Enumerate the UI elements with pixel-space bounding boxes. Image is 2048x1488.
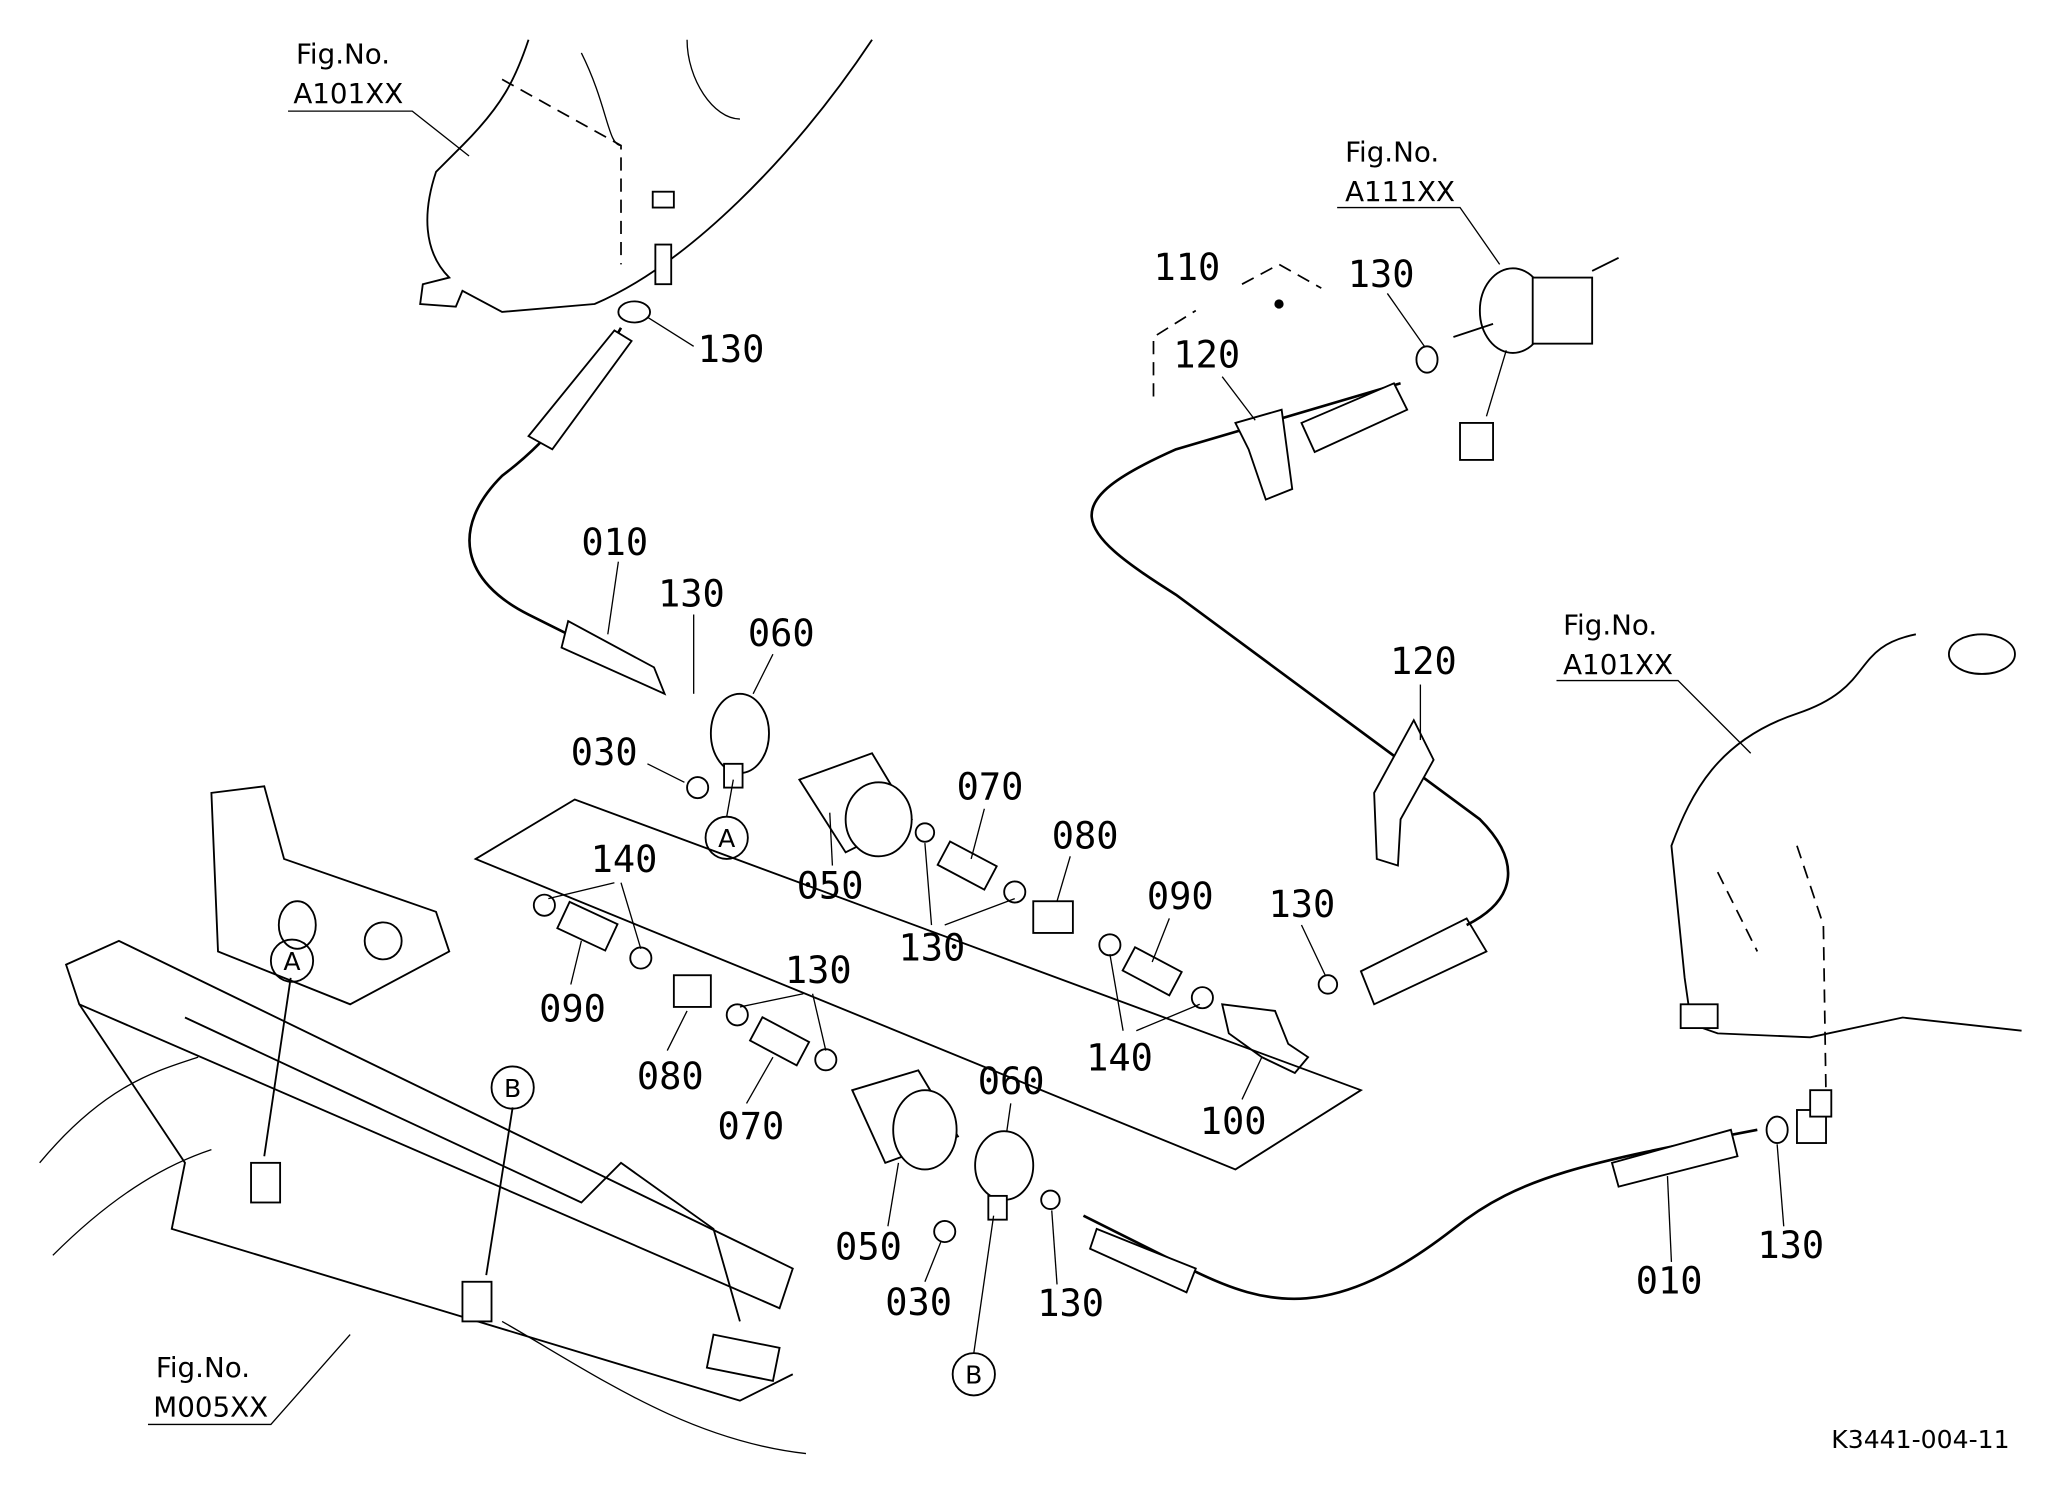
clamp-060-lower bbox=[974, 1130, 1035, 1201]
fig-ref-prefix: Fig.No. bbox=[156, 1351, 250, 1384]
part-label-140[interactable]: 140 bbox=[591, 838, 658, 881]
part-label-070[interactable]: 070 bbox=[957, 765, 1024, 808]
assembly-110-bracket bbox=[1152, 263, 1322, 397]
callout-letter: B bbox=[965, 1361, 982, 1390]
part-label-130[interactable]: 130 bbox=[1037, 1282, 1104, 1325]
part-label-060[interactable]: 060 bbox=[748, 612, 815, 655]
fig-ref-number: A101XX bbox=[1563, 648, 1673, 681]
fuel-hose-010-upper bbox=[468, 327, 649, 676]
part-label-130[interactable]: 130 bbox=[1757, 1224, 1824, 1267]
fig-ref-a101xx-right[interactable]: Fig.No. A101XX bbox=[1556, 608, 1752, 754]
callout-letter: B bbox=[504, 1074, 521, 1103]
part-label-120[interactable]: 120 bbox=[1173, 333, 1240, 376]
clamp-060-upper bbox=[709, 692, 770, 774]
callout-a-upper[interactable]: A bbox=[704, 779, 749, 860]
part-label-100[interactable]: 100 bbox=[1200, 1100, 1267, 1143]
elbow-100 bbox=[1220, 1003, 1310, 1075]
callout-b-lower[interactable]: B bbox=[951, 1215, 996, 1397]
clamp-120-upper bbox=[1234, 408, 1294, 501]
part-label-110[interactable]: 110 bbox=[1153, 246, 1220, 289]
part-label-080[interactable]: 080 bbox=[1052, 814, 1119, 857]
part-label-130[interactable]: 130 bbox=[1268, 883, 1335, 926]
part-labels: 130 110 130 120 010 130 060 030 050 070 … bbox=[539, 246, 1824, 1325]
part-label-140[interactable]: 140 bbox=[1086, 1036, 1153, 1079]
bolt-030-lower bbox=[933, 1220, 957, 1244]
fig-ref-a101xx-top[interactable]: Fig.No. A101XX bbox=[288, 38, 470, 157]
fig-ref-prefix: Fig.No. bbox=[1563, 608, 1657, 641]
callout-a-lower[interactable]: A bbox=[269, 938, 315, 983]
part-label-130[interactable]: 130 bbox=[658, 573, 725, 616]
part-label-030[interactable]: 030 bbox=[885, 1281, 952, 1324]
part-label-130[interactable]: 130 bbox=[785, 949, 852, 992]
part-label-130[interactable]: 130 bbox=[898, 927, 965, 970]
fuel-pump bbox=[1453, 256, 1619, 461]
fig-ref-prefix: Fig.No. bbox=[296, 38, 390, 71]
part-label-060[interactable]: 060 bbox=[978, 1060, 1045, 1103]
callout-b-frame[interactable]: B bbox=[490, 1065, 535, 1110]
fuel-tank-right bbox=[1670, 633, 2022, 1118]
clamp-120-lower bbox=[1373, 718, 1435, 867]
fuel-hose-010-pump bbox=[1090, 382, 1510, 927]
part-label-010[interactable]: 010 bbox=[1636, 1260, 1703, 1303]
part-label-050[interactable]: 050 bbox=[797, 865, 864, 908]
part-label-090[interactable]: 090 bbox=[539, 987, 606, 1030]
bolt-030-upper bbox=[686, 776, 710, 800]
drawing-code: K3441-004-11 bbox=[1831, 1425, 2009, 1454]
alt-parts-box bbox=[473, 798, 1364, 1171]
callout-letter: A bbox=[718, 824, 735, 853]
part-label-130[interactable]: 130 bbox=[698, 328, 765, 371]
fig-ref-number: M005XX bbox=[153, 1391, 268, 1424]
part-label-090[interactable]: 090 bbox=[1147, 875, 1214, 918]
frame-bottom-left bbox=[39, 785, 807, 1455]
fuel-tank-top-left bbox=[419, 39, 873, 324]
part-label-070[interactable]: 070 bbox=[717, 1105, 784, 1148]
hose-corrugation-upper bbox=[527, 329, 633, 451]
fig-ref-prefix: Fig.No. bbox=[1345, 135, 1439, 168]
part-label-120[interactable]: 120 bbox=[1390, 640, 1457, 683]
fuel-hose-010-lower bbox=[1082, 1128, 1758, 1301]
fig-ref-m005xx[interactable]: Fig.No. M005XX bbox=[147, 1334, 351, 1426]
part-label-130[interactable]: 130 bbox=[1348, 253, 1415, 296]
fig-ref-a111xx[interactable]: Fig.No. A111XX bbox=[1337, 135, 1501, 265]
fig-ref-number: A101XX bbox=[293, 77, 403, 110]
part-label-030[interactable]: 030 bbox=[571, 731, 638, 774]
part-label-050[interactable]: 050 bbox=[835, 1225, 902, 1268]
fig-ref-number: A111XX bbox=[1345, 175, 1455, 208]
part-label-080[interactable]: 080 bbox=[637, 1055, 704, 1098]
part-label-010[interactable]: 010 bbox=[581, 521, 648, 564]
callout-letter: A bbox=[283, 947, 300, 976]
